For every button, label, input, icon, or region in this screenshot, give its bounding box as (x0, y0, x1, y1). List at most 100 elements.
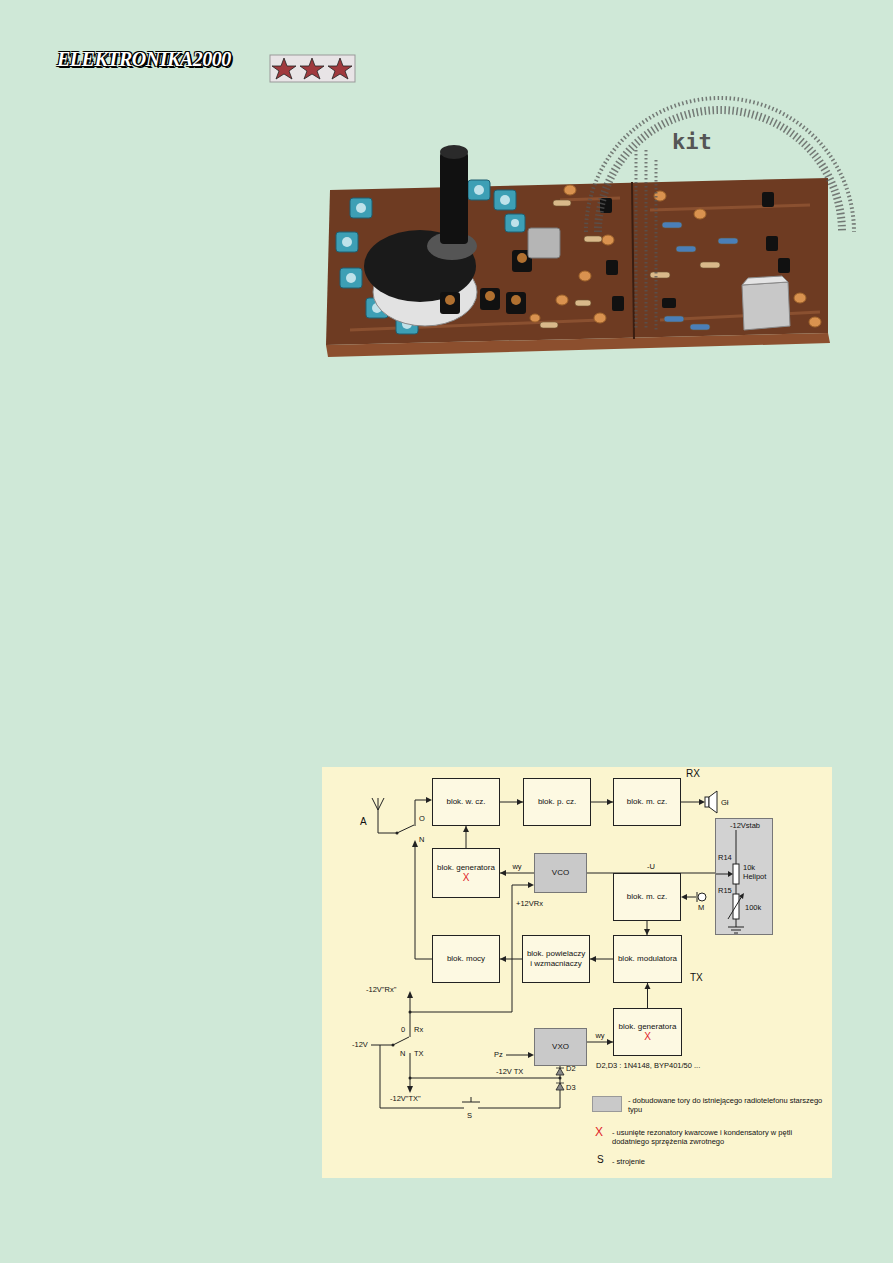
antenna-switch-part (372, 798, 396, 833)
resistors-part (540, 322, 558, 328)
trimmer-capacitors-part (350, 198, 372, 218)
diode-symbols (556, 1068, 564, 1090)
added-block: VCO (534, 853, 587, 893)
transistors-part (606, 260, 618, 275)
watermark: kit (672, 130, 712, 154)
block-text: VXO (552, 1042, 569, 1052)
resistors (540, 200, 738, 330)
supply-wiring-part (410, 885, 528, 1012)
signal-name: -12V"TX" (390, 1095, 421, 1103)
coils-part (517, 253, 527, 263)
microphone-symbol-part (698, 893, 706, 901)
section-label: RX (686, 768, 700, 779)
block-text: blok. modulatora (618, 954, 677, 964)
pcb-board (326, 178, 830, 357)
pcb-board-part (326, 333, 830, 357)
connector (500, 956, 522, 962)
contact-label: O (419, 815, 425, 823)
block-text: blok. mocy (447, 954, 485, 964)
capacitors-part (530, 314, 540, 322)
arrowhead (645, 983, 651, 989)
stars-badge (270, 55, 355, 82)
rotary-switch-part (440, 145, 468, 159)
supply-wiring-part (371, 1037, 409, 1045)
trimmer-capacitors-part (336, 232, 358, 252)
diode-symbols-part (556, 1068, 564, 1075)
speaker-symbol-part (709, 791, 717, 813)
resistors-part (676, 246, 696, 252)
arrowheads-part (407, 1086, 413, 1093)
coils-part (480, 288, 500, 310)
switch-label: S (467, 1112, 472, 1120)
stars-badge-part (270, 55, 355, 82)
contact-label: TX (414, 1050, 424, 1058)
trimmer-capacitors-part (494, 190, 516, 210)
microphone-label: M (698, 904, 704, 912)
connector (590, 956, 613, 962)
antenna-label: A (360, 816, 367, 827)
connector (644, 921, 650, 935)
stars-badge-part (328, 58, 352, 79)
capacitors-part (809, 317, 821, 327)
block-text: VCO (552, 868, 569, 878)
component-label: 10k Helipot (743, 863, 771, 881)
arrowheads-part (407, 991, 413, 998)
trimmer-screws-part (356, 203, 366, 213)
edge-label: wy (594, 1032, 605, 1040)
process-box: blok. m. cz. (613, 778, 681, 826)
speaker-symbol (681, 791, 717, 813)
arrowhead (500, 870, 506, 876)
trimmer-screws-part (511, 219, 519, 227)
coils (440, 250, 532, 314)
legend-symbol: S (597, 1154, 604, 1165)
signal-name: -12V TX (496, 1068, 523, 1076)
process-box: blok. modulatora (613, 935, 682, 983)
arrowhead (463, 826, 469, 832)
stars-badge-part (272, 58, 296, 79)
diode-symbols-part (556, 1083, 564, 1084)
added-block: VXO (534, 1028, 587, 1066)
antenna-switch-part (415, 800, 426, 826)
resistors-part (664, 316, 684, 322)
coils-part (440, 292, 460, 314)
process-box: blok. w. cz. (432, 778, 500, 826)
pcb-board-part (326, 178, 828, 345)
microphone-symbol-part (687, 892, 697, 902)
supply-wiring-part (410, 998, 411, 1037)
edge-label: wy (511, 863, 522, 871)
crystal-part (528, 228, 560, 258)
supply-wiring-part (482, 1066, 560, 1108)
component-label: R14 (718, 853, 732, 862)
block-text: blok. p. cz. (538, 797, 576, 807)
supply-wiring-part (410, 1078, 560, 1079)
component-label: 100k (745, 903, 761, 912)
contact-label: 0 (401, 1026, 405, 1034)
resistors-part (662, 222, 682, 228)
connector (645, 983, 651, 1008)
arrowhead (590, 956, 596, 962)
supply-wiring-part (460, 1097, 482, 1108)
supply-wiring (371, 885, 560, 1108)
component-label: R15 (718, 886, 732, 895)
shield-can (742, 276, 790, 330)
wiper-arrow (728, 871, 733, 877)
shield-can-part (742, 282, 790, 330)
arrowheads (392, 797, 706, 1093)
legend-symbol: X (595, 1126, 603, 1139)
rotary-switch-part (440, 152, 468, 244)
transistors-part (662, 298, 676, 308)
capacitors-part (564, 185, 576, 195)
trimmer-screws-part (346, 273, 356, 283)
capacitors-part (556, 295, 568, 305)
antenna-switch-part (415, 847, 432, 959)
speaker-symbol-part (705, 797, 709, 807)
coils-part (445, 295, 455, 305)
block-text: X (644, 1031, 651, 1042)
antenna-switch-part (397, 825, 414, 833)
trimmer-screws-part (342, 237, 352, 247)
part-name: D2 (566, 1065, 576, 1073)
block-text: X (463, 872, 470, 883)
resistors-part (690, 324, 710, 330)
block-text: blok. m. cz. (627, 892, 667, 902)
resistors-part (650, 272, 670, 278)
